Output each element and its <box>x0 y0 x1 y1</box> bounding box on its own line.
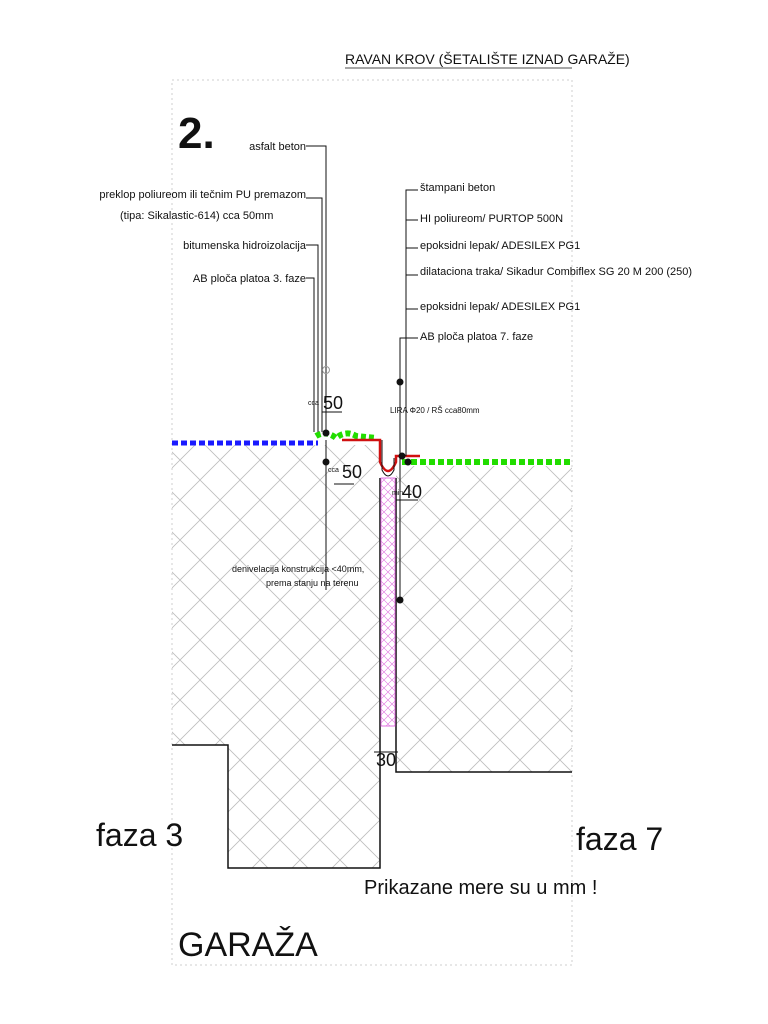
dimension-lines <box>322 411 418 753</box>
dim-30: 30 <box>376 750 396 770</box>
label-preklop-2: (tipa: Sikalastic-614) cca 50mm <box>120 210 273 222</box>
callout-open-dot <box>322 366 330 374</box>
joint-filler <box>380 477 396 727</box>
slab-faza7 <box>396 466 572 772</box>
membrane-lira <box>342 438 420 473</box>
zone-faza7: faza 7 <box>576 821 663 857</box>
note-denivelacija-2: prema stanju na terenu <box>266 578 359 588</box>
label-stampani-beton: štampani beton <box>420 182 495 194</box>
label-epoksid-2: epoksidni lepak/ ADESILEX PG1 <box>420 301 580 313</box>
label-ab-ploca-7: AB ploča platoa 7. faze <box>420 331 533 343</box>
lira-loop <box>381 440 395 477</box>
dim-min: min <box>392 490 403 497</box>
detail-number: 2. <box>178 109 215 158</box>
zone-garaza: GARAŽA <box>178 926 318 964</box>
dim-40: 40 <box>402 482 422 502</box>
note-denivelacija-1: denivelacija konstrukcija <40mm, <box>232 564 364 574</box>
dim-cca-mid: cca <box>328 467 339 474</box>
label-epoksid-1: epoksidni lepak/ ADESILEX PG1 <box>420 240 580 252</box>
dim-50-mid: 50 <box>342 462 362 482</box>
drawing-title: RAVAN KROV (ŠETALIŠTE IZNAD GARAŽE) <box>345 51 630 67</box>
sheet-frame <box>171 79 573 966</box>
label-dilataciona: dilataciona traka/ Sikadur Combiflex SG … <box>420 266 692 278</box>
slab-faza7-outline <box>395 478 572 773</box>
label-bitumen: bitumenska hidroizolacija <box>183 240 307 252</box>
dim-cca-top: cca <box>308 400 319 407</box>
label-asfalt-beton: asfalt beton <box>249 141 306 153</box>
slab-faza3 <box>172 445 380 868</box>
label-lira: LIRA Φ20 / RŠ cca80mm <box>390 406 480 415</box>
zone-faza3: faza 3 <box>96 817 183 853</box>
label-preklop-1: preklop poliureom ili tečnim PU premazom <box>99 189 306 201</box>
callout-dots <box>322 378 412 604</box>
slab-faza3-outline <box>172 478 381 869</box>
dim-50-top: 50 <box>323 393 343 413</box>
label-hi-poliureom: HI poliureom/ PURTOP 500N <box>420 213 563 225</box>
label-ab-ploca-3: AB ploča platoa 3. faze <box>193 273 306 285</box>
right-leaders <box>399 189 418 600</box>
note-units: Prikazane mere su u mm ! <box>364 877 597 899</box>
